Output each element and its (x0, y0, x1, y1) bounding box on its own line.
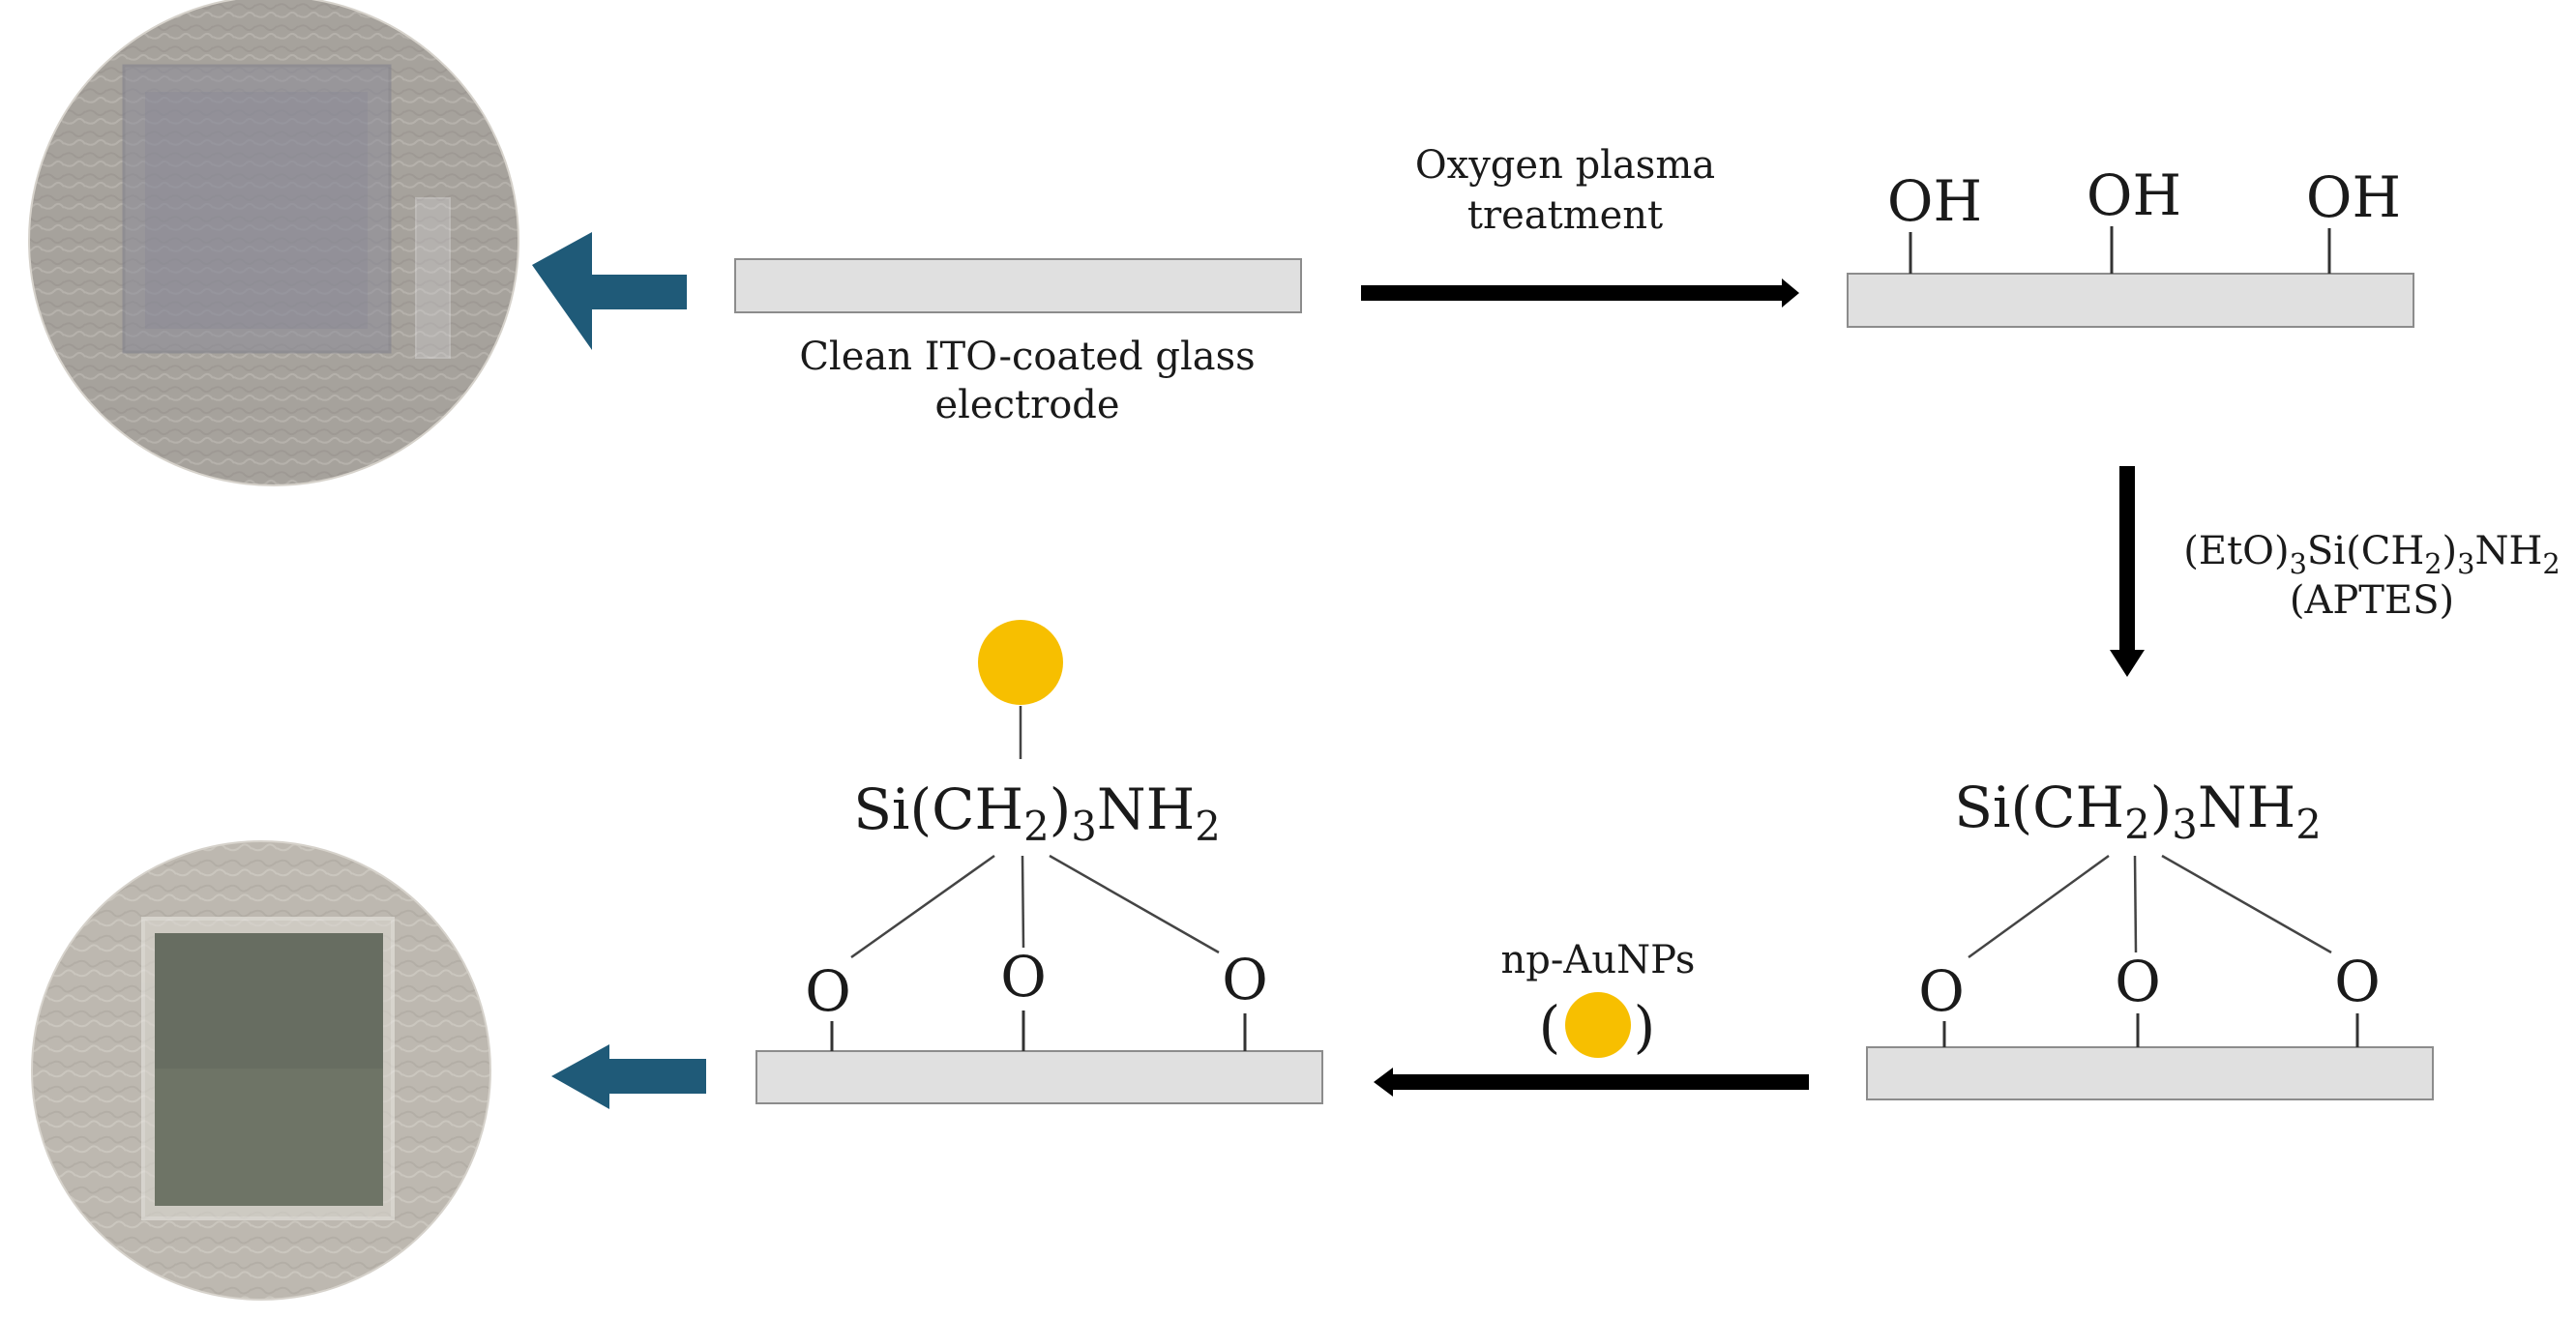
gold-nanoparticle-bound (978, 620, 1063, 705)
ito-glass-slide (122, 64, 392, 354)
photo-aunp-modified-electrode (32, 841, 490, 1300)
oxygen-left-1: O (805, 958, 851, 1024)
silane-formula-right: Si(CH2)3NH2 (1954, 775, 2322, 848)
aunp-coated-slide (155, 933, 383, 1206)
oxygen-right-1: O (1918, 958, 1965, 1024)
aptes-formula: (EtO)3Si(CH2)3NH2 (2183, 529, 2560, 580)
hydroxyl-group-3: OH (2306, 164, 2401, 230)
process-arrow-aunps (1374, 1068, 1809, 1097)
process-arrow-plasma (1361, 278, 1799, 308)
oxygen-right-3: O (2334, 949, 2381, 1014)
oxygen-plasma-label-line1: Oxygen plasma (1415, 143, 1715, 188)
oxygen-left-3: O (1222, 947, 1268, 1012)
photo-pointer-arrow-bottom (551, 1044, 706, 1109)
substrate-aunp-decorated (755, 1050, 1323, 1104)
oxygen-right-2: O (2115, 949, 2161, 1014)
clean-ito-label-line2: electrode (934, 383, 1119, 427)
gold-nanoparticle-legend (1565, 992, 1631, 1058)
substrate-hydroxylated (1847, 273, 2414, 328)
aptes-name: (APTES) (2290, 578, 2454, 623)
process-arrow-aptes (2110, 466, 2145, 677)
photo-pointer-arrow-top (532, 232, 687, 350)
np-aunps-label: np-AuNPs (1501, 938, 1696, 982)
oxygen-plasma-label-line2: treatment (1467, 193, 1663, 238)
hydroxyl-group-2: OH (2087, 162, 2181, 228)
silane-formula-left: Si(CH2)3NH2 (853, 776, 1221, 850)
substrate-clean-ito (734, 258, 1302, 313)
paren-close: ) (1634, 994, 1656, 1060)
substrate-aptes-modified (1866, 1046, 2434, 1100)
paren-open: ( (1539, 994, 1561, 1060)
hydroxyl-group-1: OH (1887, 168, 1982, 234)
photo-clean-ito-electrode (29, 0, 518, 485)
clean-ito-label-line1: Clean ITO-coated glass (799, 335, 1255, 379)
oxygen-left-2: O (1000, 944, 1047, 1010)
